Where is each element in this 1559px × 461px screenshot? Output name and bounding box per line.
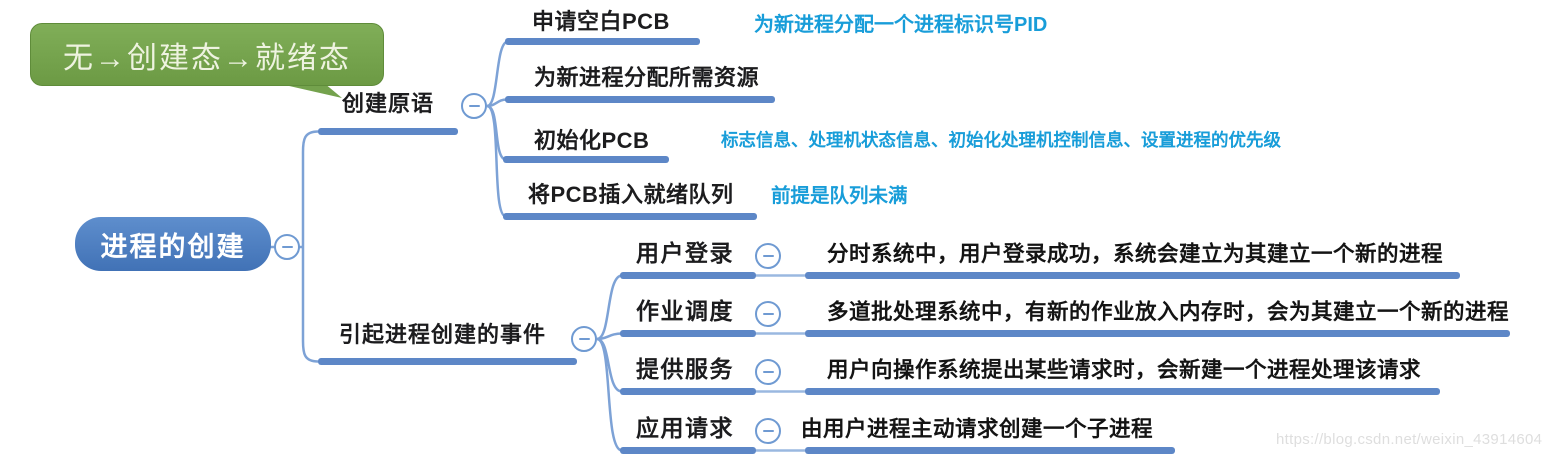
branch2-underline <box>318 358 577 365</box>
child-underline <box>503 213 757 220</box>
root-topic[interactable]: 进程的创建 <box>75 217 271 271</box>
branch1-underline <box>318 128 458 135</box>
minus-glyph <box>762 429 774 433</box>
event4-label[interactable]: 应用请求 <box>636 415 734 441</box>
note-queue[interactable]: 前提是队列未满 <box>771 185 908 207</box>
event-desc-underline <box>805 447 1175 454</box>
branch1-child2-label[interactable]: 为新进程分配所需资源 <box>534 65 760 90</box>
state-transition-callout[interactable]: 无→创建态→就绪态 <box>30 23 384 86</box>
event-label-underline <box>620 272 756 279</box>
branch1-child1-label[interactable]: 申请空白PCB <box>532 9 670 34</box>
child-underline <box>505 96 775 103</box>
connector-branch2-child4 <box>596 337 623 452</box>
minus-glyph <box>762 312 774 316</box>
branch1-child3-label[interactable]: 初始化PCB <box>534 128 650 153</box>
event1-desc[interactable]: 分时系统中，用户登录成功，系统会建立为其建立一个新的进程 <box>827 242 1444 266</box>
branch1-label[interactable]: 创建原语 <box>342 91 435 116</box>
collapse-icon-event4[interactable] <box>755 418 781 444</box>
minus-glyph <box>762 370 774 374</box>
event2-desc[interactable]: 多道批处理系统中，有新的作业放入内存时，会为其建立一个新的进程 <box>827 300 1510 324</box>
event3-desc[interactable]: 用户向操作系统提出某些请求时，会新建一个进程处理该请求 <box>827 358 1422 382</box>
branch1-child4-label[interactable]: 将PCB插入就绪队列 <box>528 182 734 207</box>
collapse-icon-event3[interactable] <box>755 359 781 385</box>
child-underline <box>503 156 669 163</box>
event-label-underline <box>620 447 756 454</box>
minus-glyph <box>468 104 480 108</box>
connector-bracket <box>301 130 319 363</box>
collapse-icon-root[interactable] <box>274 234 300 260</box>
note-pid[interactable]: 为新进程分配一个进程标识号PID <box>754 14 1048 36</box>
event4-desc[interactable]: 由用户进程主动请求创建一个子进程 <box>801 417 1154 441</box>
event-desc-underline <box>805 272 1460 279</box>
note-pcb-init[interactable]: 标志信息、处理机状态信息、初始化处理机控制信息、设置进程的优先级 <box>721 130 1281 150</box>
connector-branch2-child1 <box>596 274 623 341</box>
collapse-icon-branch2[interactable] <box>571 326 597 352</box>
event-label-underline <box>620 330 756 337</box>
connector-branch1-child4 <box>486 104 507 218</box>
root-topic-label: 进程的创建 <box>100 231 246 262</box>
event3-label[interactable]: 提供服务 <box>636 356 734 382</box>
minus-glyph <box>578 337 590 341</box>
collapse-icon-event1[interactable] <box>755 243 781 269</box>
connector-branch1-child1 <box>486 40 509 108</box>
event-label-underline <box>620 388 756 395</box>
event2-label[interactable]: 作业调度 <box>636 298 734 324</box>
minus-glyph <box>762 254 774 258</box>
branch2-label[interactable]: 引起进程创建的事件 <box>339 322 547 347</box>
child-underline <box>505 38 700 45</box>
collapse-icon-event2[interactable] <box>755 301 781 327</box>
minus-glyph <box>281 245 293 249</box>
callout-text: 无→创建态→就绪态 <box>63 41 351 75</box>
event-desc-underline <box>805 330 1510 337</box>
collapse-icon-branch1[interactable] <box>461 93 487 119</box>
event-desc-underline <box>805 388 1440 395</box>
event1-label[interactable]: 用户登录 <box>636 240 734 266</box>
watermark: https://blog.csdn.net/weixin_43914604 <box>1276 431 1543 448</box>
connector-branch2-child3 <box>596 337 623 393</box>
